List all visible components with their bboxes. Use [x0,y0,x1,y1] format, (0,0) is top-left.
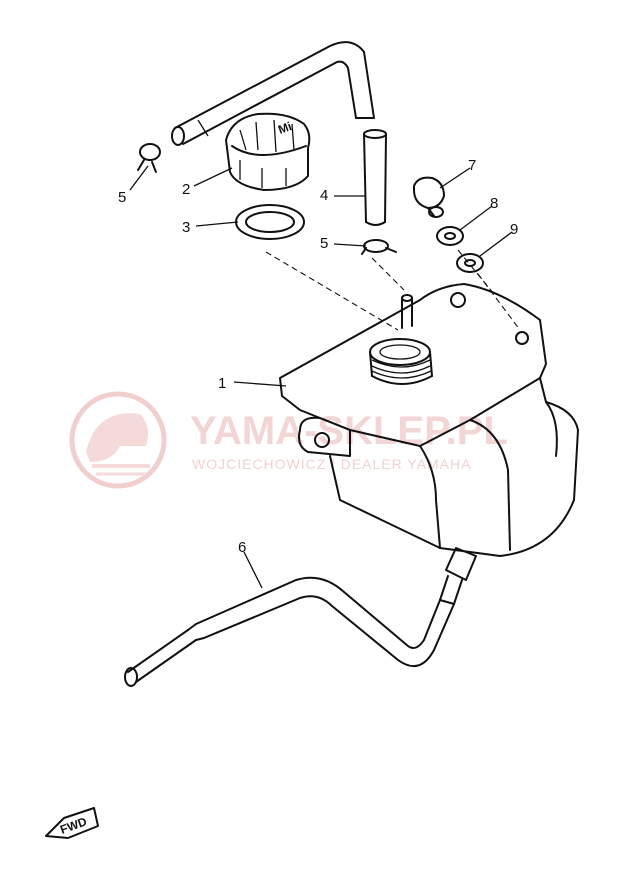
upper-breather-hose [171,41,375,146]
forward-arrow-icon: FWD [45,807,99,839]
lower-oil-hose-part-6 [124,575,463,687]
callout-5-left: 5 [118,189,126,206]
gasket-part-3 [235,204,305,240]
watermark-title: YAMA-SKLEP.PL [190,409,508,453]
bushing-part-7 [413,176,445,218]
alignment-lines [265,249,521,331]
callouts: 1 2 3 4 5 5 6 7 8 9 [118,157,518,556]
callout-2: 2 [182,181,190,198]
hose-clip-part-5-right [361,239,397,255]
hose-clip-part-5-left [137,143,161,173]
callout-5-right: 5 [320,235,328,252]
callout-6: 6 [238,539,246,556]
callout-8: 8 [490,195,498,212]
washer-part-8 [436,226,464,246]
oil-tank-part-1 [279,283,579,581]
watermark: YAMA-SKLEP.PL WOJCIECHOWICZ | DEALER YAM… [69,391,508,489]
callout-4: 4 [320,187,328,204]
callout-7: 7 [468,157,476,174]
leader-lines [129,165,513,589]
short-hose-part-4 [363,129,387,226]
washer-part-9 [456,253,484,273]
callout-1: 1 [218,375,226,392]
svg-text:Mi: Mi [276,119,293,137]
callout-3: 3 [182,219,190,236]
callout-9: 9 [510,221,518,238]
filler-cap-part-2: Mi [225,112,311,191]
helmet-rider-logo-icon [69,391,167,489]
fwd-label: FWD [58,814,89,837]
